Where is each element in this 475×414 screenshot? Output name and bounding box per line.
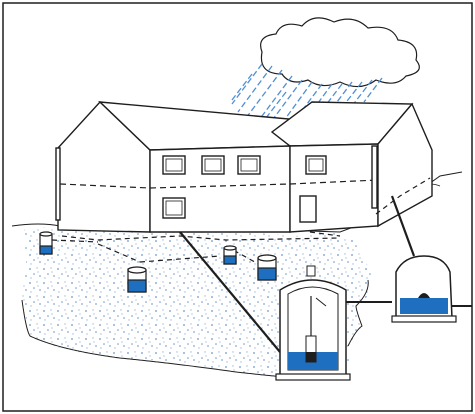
infiltration-well-4	[257, 254, 277, 281]
tank-icon	[275, 265, 351, 381]
infiltration-well-1	[39, 231, 53, 255]
gutter-lines	[59, 179, 379, 189]
downpipes	[55, 145, 378, 221]
secondary-tank	[391, 255, 457, 323]
pump-icon	[305, 296, 327, 363]
infiltration-well-3	[223, 245, 237, 265]
door	[299, 195, 317, 223]
outflow-pipes	[179, 195, 416, 353]
drain-pipes	[51, 177, 431, 267]
well-icon	[39, 231, 277, 293]
house-windows	[162, 155, 327, 223]
cloud-icon	[260, 17, 420, 88]
infiltration-well-2	[127, 266, 147, 293]
